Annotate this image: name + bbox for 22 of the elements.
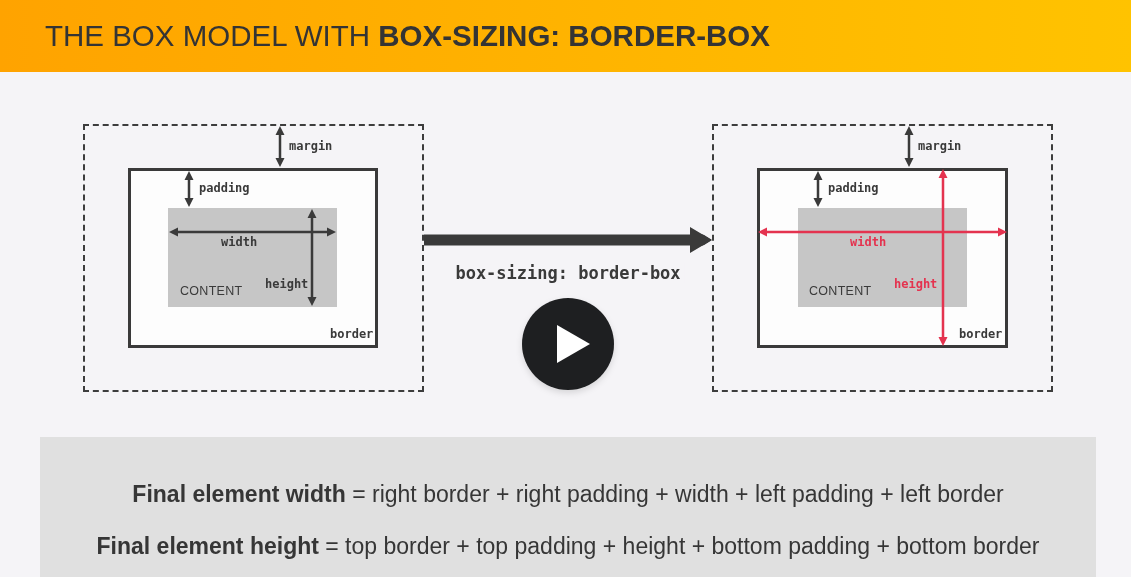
content-label: CONTENT <box>180 285 243 298</box>
arrow <box>424 227 712 253</box>
border-box <box>757 168 1008 348</box>
title: THE BOX MODEL WITH BOX-SIZING: BORDER-BOX <box>45 18 770 54</box>
content-box <box>168 208 337 307</box>
dimension-label: height <box>894 278 938 290</box>
dimension-label: height <box>265 278 309 290</box>
formula-text: Final element height = top border + top padding + height + bottom padding + bottom border <box>96 533 1040 559</box>
border-label: border <box>330 328 374 340</box>
dimension-label: margin <box>918 140 962 152</box>
dimension-label: margin <box>289 140 333 152</box>
content-label: CONTENT <box>809 285 872 298</box>
content-box <box>798 208 967 307</box>
dimension-label: width <box>850 236 887 248</box>
dimension-label: padding <box>199 182 250 194</box>
formula-text: Final element width = right border + right padding + width + left padding + left border <box>132 481 1004 507</box>
border-label: border <box>959 328 1003 340</box>
border-box <box>128 168 378 348</box>
dimension-label: width <box>221 236 258 248</box>
margin-box <box>712 124 1053 392</box>
margin-box <box>83 124 424 392</box>
dimension-label: padding <box>828 182 879 194</box>
